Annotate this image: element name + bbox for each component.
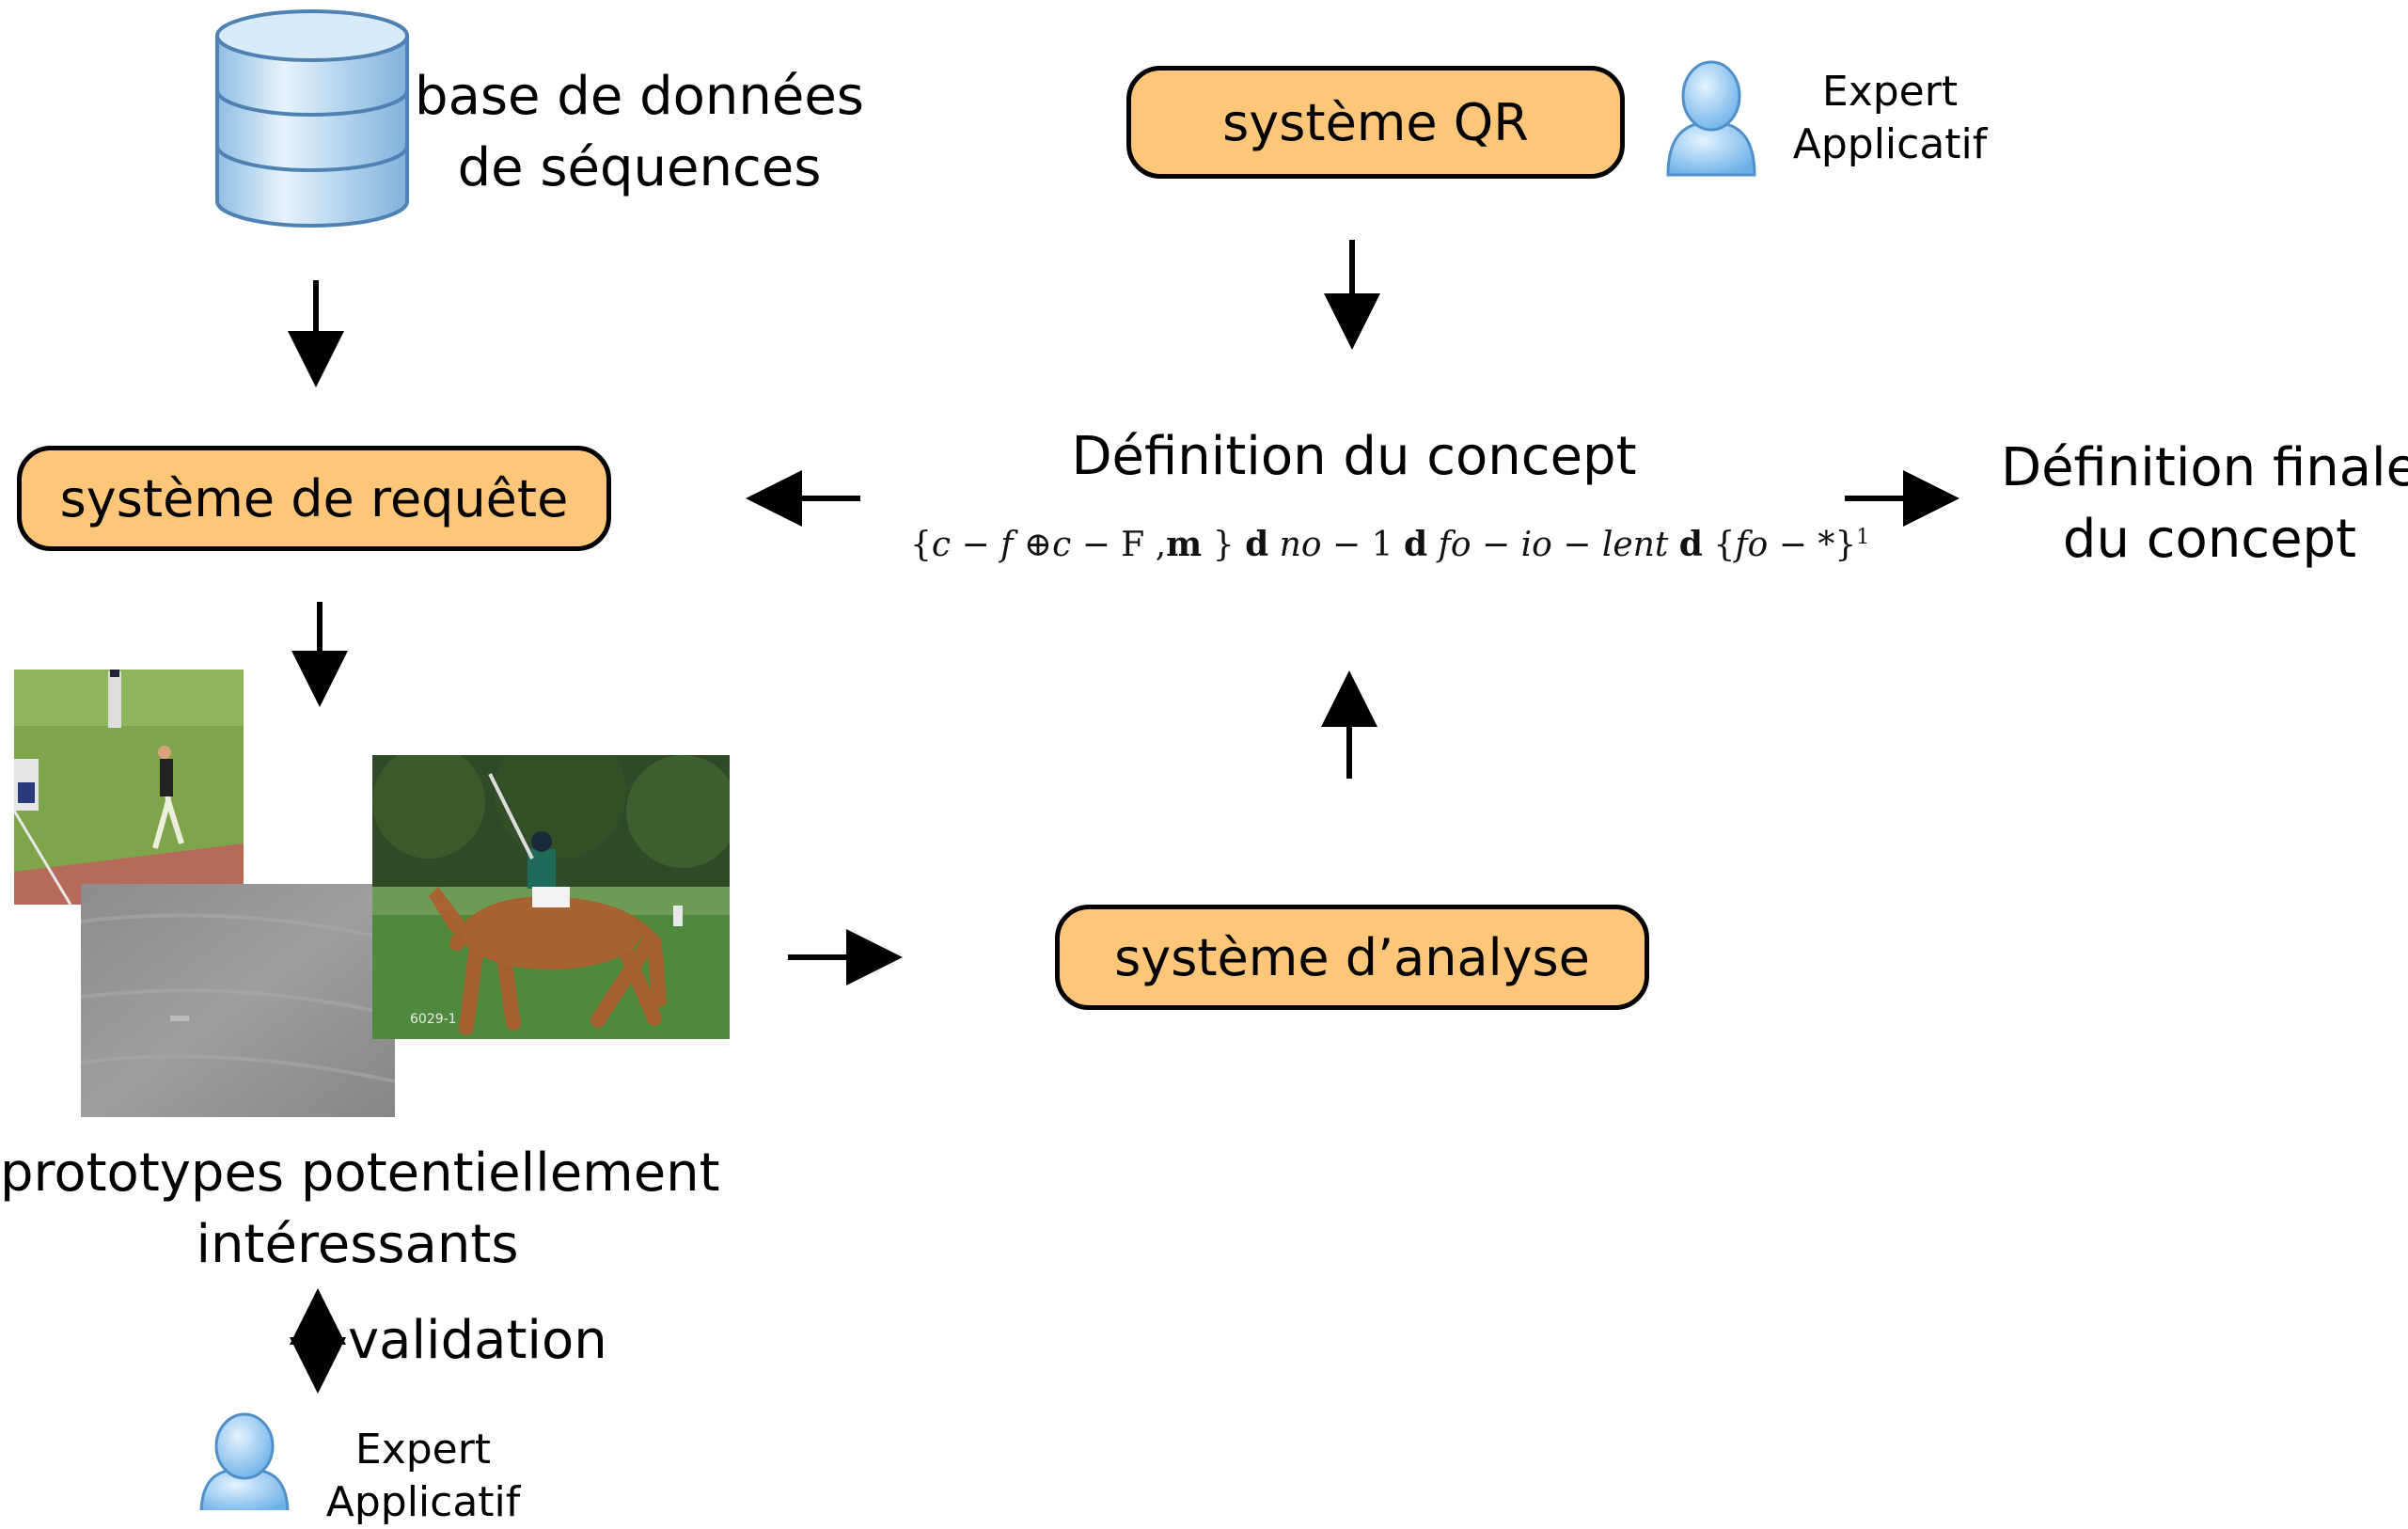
- thumbnail-athletics: [14, 670, 244, 905]
- concept-formula: {c − f ⊕c − F ,m } d no − 1 d fo − io − …: [910, 525, 1870, 564]
- qr-system-box: système QR: [1126, 66, 1625, 179]
- expert-bottom-label: Expert Applicatif: [325, 1426, 521, 1526]
- database-icon: [215, 9, 409, 228]
- user-icon: [1666, 60, 1756, 177]
- user-icon-bottom: [199, 1412, 290, 1510]
- request-system-box: système de requête: [17, 446, 611, 551]
- request-system-label: système de requête: [59, 468, 569, 528]
- prototypes-label: prototypes potentiellement intéressants: [0, 1143, 720, 1275]
- validation-label: validation: [348, 1310, 607, 1371]
- database-label: base de données de séquences: [415, 66, 864, 198]
- concept-definition-title: Définition du concept: [1071, 426, 1637, 487]
- final-definition-label: Définition finale du concept: [2000, 437, 2408, 570]
- thumbnail-grey: [81, 884, 395, 1117]
- analysis-system-box: système d’analyse: [1055, 905, 1649, 1010]
- svg-text:6029-1: 6029-1: [410, 1012, 457, 1027]
- thumbnail-polo: 6029-1: [372, 755, 730, 1039]
- analysis-system-label: système d’analyse: [1114, 927, 1590, 987]
- expert-top-label: Expert Applicatif: [1792, 68, 1988, 168]
- qr-system-label: système QR: [1222, 92, 1529, 152]
